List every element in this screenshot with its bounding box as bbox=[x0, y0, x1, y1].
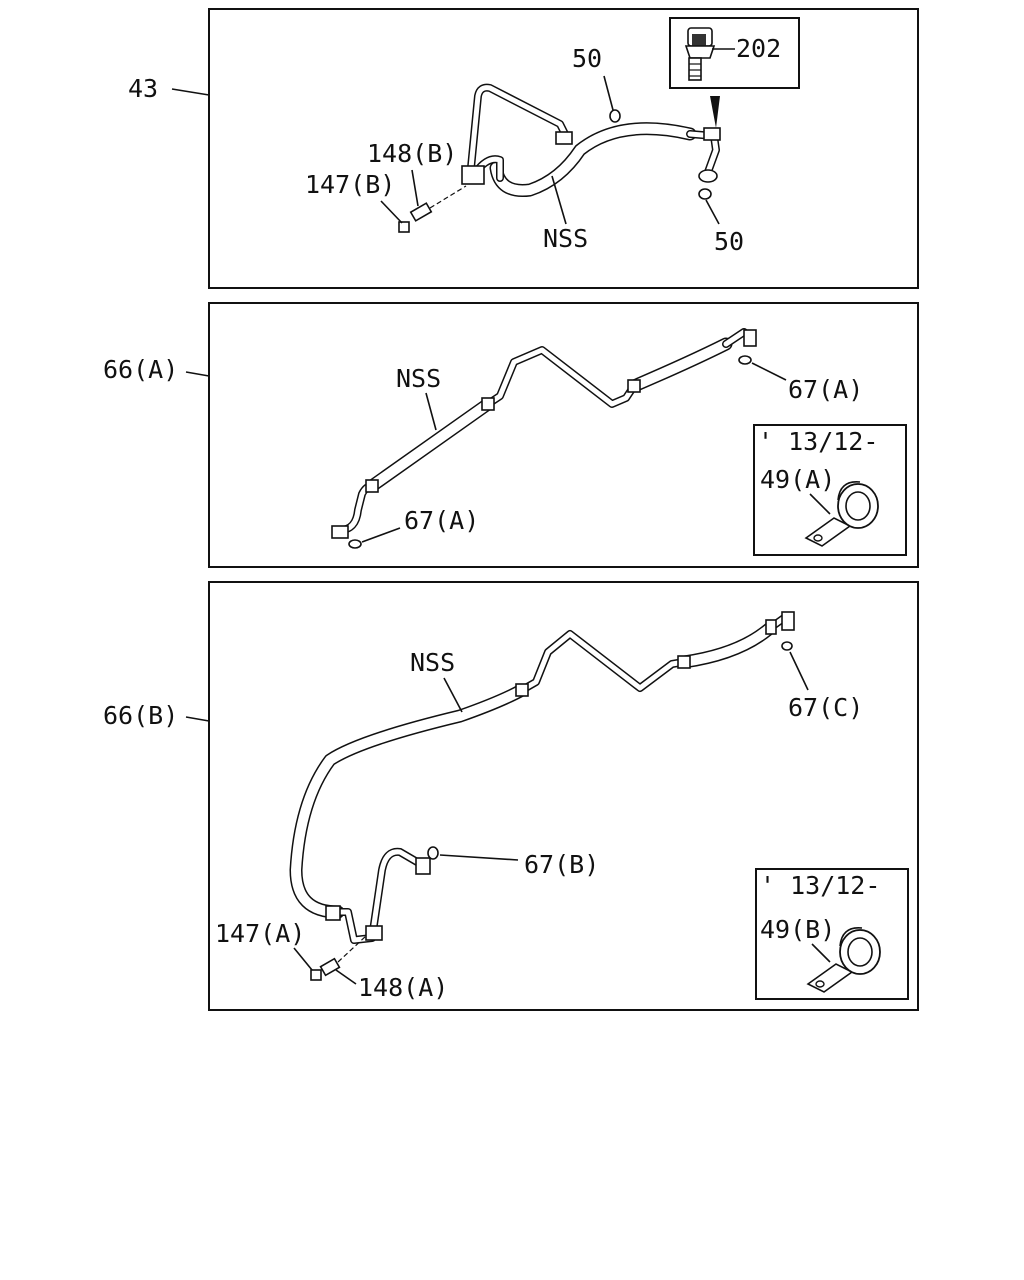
bolt-axis-line bbox=[429, 185, 467, 209]
label-assembly-66a: 66(A) bbox=[103, 355, 178, 384]
label-oring-right-66b: 67(C) bbox=[788, 693, 863, 722]
leader-oring-right-66a bbox=[751, 362, 787, 381]
leader-bolt bbox=[411, 169, 419, 207]
pipe-assembly-43 bbox=[461, 83, 721, 198]
label-sensor: 202 bbox=[736, 34, 781, 63]
bolt-66b-icon bbox=[319, 957, 341, 977]
panel-66b-frame bbox=[208, 581, 919, 1011]
leader-nss-66b bbox=[443, 677, 463, 713]
leader-oring-right-66b bbox=[789, 651, 809, 691]
label-washer: 147(B) bbox=[305, 170, 395, 199]
leader-oring-left-66a bbox=[361, 527, 401, 543]
leader-clamp-66b bbox=[811, 943, 831, 963]
panel-66a-frame bbox=[208, 302, 919, 568]
panel-66a: 66(A) NSS 67(A) 67(A) ' 13/12 bbox=[103, 302, 919, 568]
bolt-icon bbox=[409, 202, 433, 222]
label-oring-left-66a: 67(A) bbox=[404, 506, 479, 535]
leader-oring-lower bbox=[705, 199, 720, 225]
washer-icon bbox=[398, 221, 410, 233]
label-clamp-66a: 49(A) bbox=[760, 465, 835, 494]
label-washer-66b: 147(A) bbox=[215, 919, 305, 948]
label-bolt: 148(B) bbox=[367, 139, 457, 168]
leader-nss-43 bbox=[551, 175, 567, 225]
label-oring-mid-66b: 67(B) bbox=[524, 850, 599, 879]
pressure-sensor-icon bbox=[684, 27, 716, 81]
label-bolt-66b: 148(A) bbox=[358, 973, 448, 1002]
label-clamp-66b: 49(B) bbox=[760, 915, 835, 944]
label-nss-43: NSS bbox=[543, 224, 588, 253]
label-nss-66b: NSS bbox=[410, 648, 455, 677]
oring-upper-icon bbox=[609, 109, 621, 123]
oring-right-66a-icon bbox=[738, 355, 752, 365]
leader-assembly-43 bbox=[171, 88, 210, 96]
oring-mid-66b-icon bbox=[427, 846, 439, 860]
pipe-assembly-66a bbox=[331, 328, 757, 539]
leader-washer-66b bbox=[293, 947, 313, 971]
sensor-inset-frame bbox=[669, 17, 800, 89]
clamp-66a-icon bbox=[804, 481, 879, 547]
leader-assembly-66b bbox=[185, 716, 210, 722]
oring-lower-icon bbox=[698, 188, 712, 200]
bolt-66b-axis-line bbox=[337, 935, 367, 963]
label-oring-right-66a: 67(A) bbox=[788, 375, 863, 404]
oring-right-66b-icon bbox=[781, 641, 793, 651]
panel-43-frame bbox=[208, 8, 919, 289]
leader-nss-66a bbox=[425, 392, 437, 431]
label-inset-date-66b: ' 13/12- bbox=[760, 871, 880, 900]
leader-clamp-66a bbox=[809, 493, 831, 515]
arrow-icon bbox=[710, 96, 720, 128]
label-assembly-66b: 66(B) bbox=[103, 701, 178, 730]
label-inset-date-66a: ' 13/12- bbox=[758, 427, 878, 456]
label-assembly-43: 43 bbox=[128, 74, 158, 103]
clamp-inset-66a-frame bbox=[753, 424, 907, 556]
label-oring-lower: 50 bbox=[714, 227, 744, 256]
panel-66b: 66(B) NSS 67(C) 67(B) bbox=[103, 581, 919, 1011]
label-nss-66a: NSS bbox=[396, 364, 441, 393]
oring-left-66a-icon bbox=[348, 539, 362, 549]
leader-oring-mid-66b bbox=[439, 854, 519, 861]
washer-66b-icon bbox=[310, 969, 322, 981]
panel-43: 43 202 bbox=[128, 8, 919, 289]
leader-assembly-66a bbox=[185, 371, 210, 377]
pipe-assembly-66b bbox=[289, 611, 795, 944]
leader-bolt-66b bbox=[335, 969, 357, 985]
clamp-inset-66b-frame bbox=[755, 868, 909, 1000]
label-oring-upper: 50 bbox=[572, 44, 602, 73]
clamp-66b-icon bbox=[806, 927, 881, 993]
leader-oring-upper bbox=[603, 75, 614, 111]
leader-washer bbox=[380, 200, 403, 224]
